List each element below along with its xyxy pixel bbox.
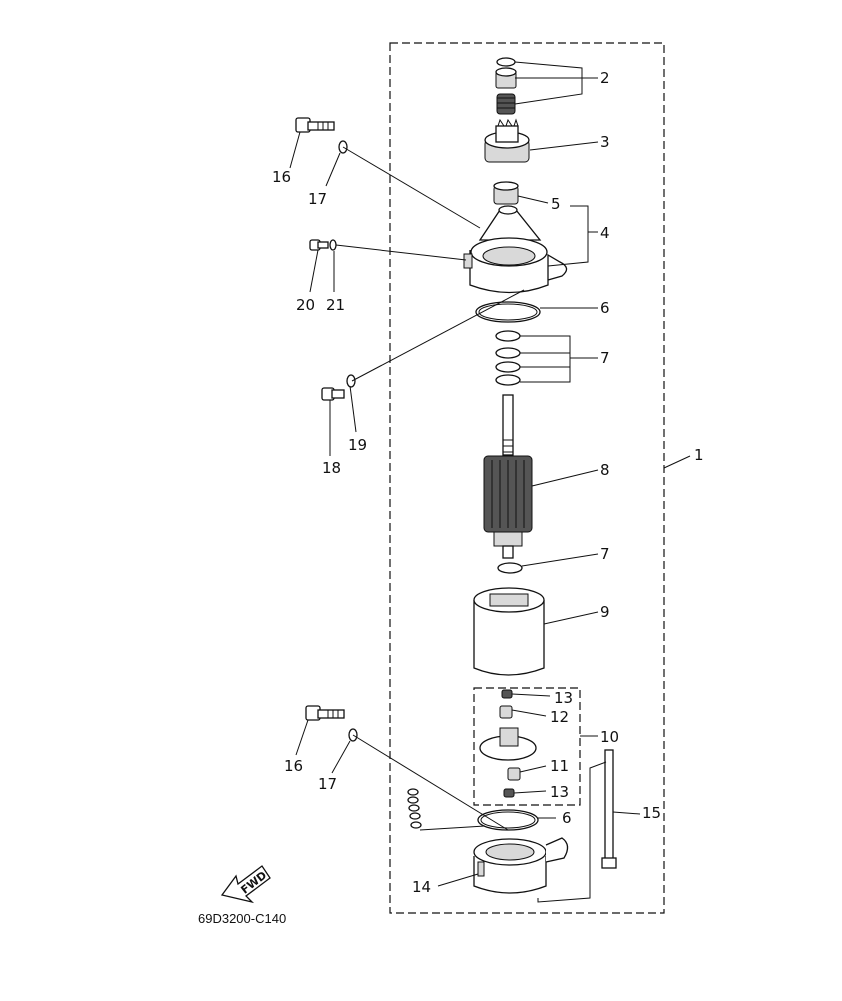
callout-7-upper: 7 — [600, 349, 610, 367]
callout-1: 1 — [694, 446, 704, 464]
leader-lines — [289, 61, 691, 903]
part-washer-middle-left — [346, 374, 356, 388]
callout-8: 8 — [600, 461, 610, 479]
part-collar — [495, 67, 517, 89]
part-bolt-lower-left — [305, 705, 345, 721]
callout-6-upper: 6 — [600, 299, 610, 317]
assembly-boundary-box — [389, 42, 665, 914]
part-washer-stack — [495, 330, 521, 386]
callout-16-upper: 16 — [272, 168, 291, 186]
part-brush-spring-upper — [501, 689, 513, 699]
part-lower-housing — [473, 837, 569, 894]
callout-17-lower: 17 — [318, 775, 337, 793]
part-through-bolt — [601, 749, 617, 869]
callout-labels: 2 3 5 4 6 7 1 8 7 9 13 12 10 11 13 15 6 … — [272, 69, 704, 896]
callout-20: 20 — [296, 296, 315, 314]
callout-15: 15 — [642, 804, 661, 822]
part-brush — [499, 705, 513, 719]
callout-16-lower: 16 — [284, 757, 303, 775]
callout-2: 2 — [600, 69, 610, 87]
callout-7-lower: 7 — [600, 545, 610, 563]
callout-5: 5 — [551, 195, 561, 213]
part-pinion-gear — [484, 118, 530, 163]
brush-holder-boundary-box — [473, 687, 581, 806]
callout-3: 3 — [600, 133, 610, 151]
fwd-arrow-icon: FWD — [220, 865, 271, 904]
callout-21: 21 — [326, 296, 345, 314]
part-bushing — [493, 181, 519, 205]
part-screw-small — [309, 239, 329, 251]
callout-9: 9 — [600, 603, 610, 621]
part-nut-washer-set — [407, 788, 422, 829]
part-bolt-middle-left — [321, 387, 345, 401]
part-upper-housing — [463, 205, 568, 294]
callout-11: 11 — [550, 757, 569, 775]
part-washer-small — [329, 239, 337, 251]
callout-6-lower: 6 — [562, 809, 572, 827]
part-brush-spring-lower — [503, 788, 515, 798]
part-washer-lower — [497, 562, 523, 574]
part-stopper-ring — [496, 57, 516, 67]
part-brush-holder — [507, 767, 521, 781]
drawing-code: 69D3200-C140 — [198, 911, 286, 926]
callout-10: 10 — [600, 728, 619, 746]
callout-14: 14 — [412, 878, 431, 896]
part-yoke — [473, 587, 545, 676]
part-o-ring-upper — [475, 301, 541, 323]
part-spring — [496, 93, 516, 115]
callout-13-lower: 13 — [550, 783, 569, 801]
part-brush-holder-plate — [479, 727, 537, 761]
callout-19: 19 — [348, 436, 367, 454]
part-o-ring-lower — [477, 809, 539, 831]
callout-4: 4 — [600, 224, 610, 242]
callout-18: 18 — [322, 459, 341, 477]
callout-17-upper: 17 — [308, 190, 327, 208]
callout-12: 12 — [550, 708, 569, 726]
part-armature — [483, 394, 533, 559]
part-bolt-upper-left — [295, 117, 335, 133]
callout-13-upper: 13 — [554, 689, 573, 707]
